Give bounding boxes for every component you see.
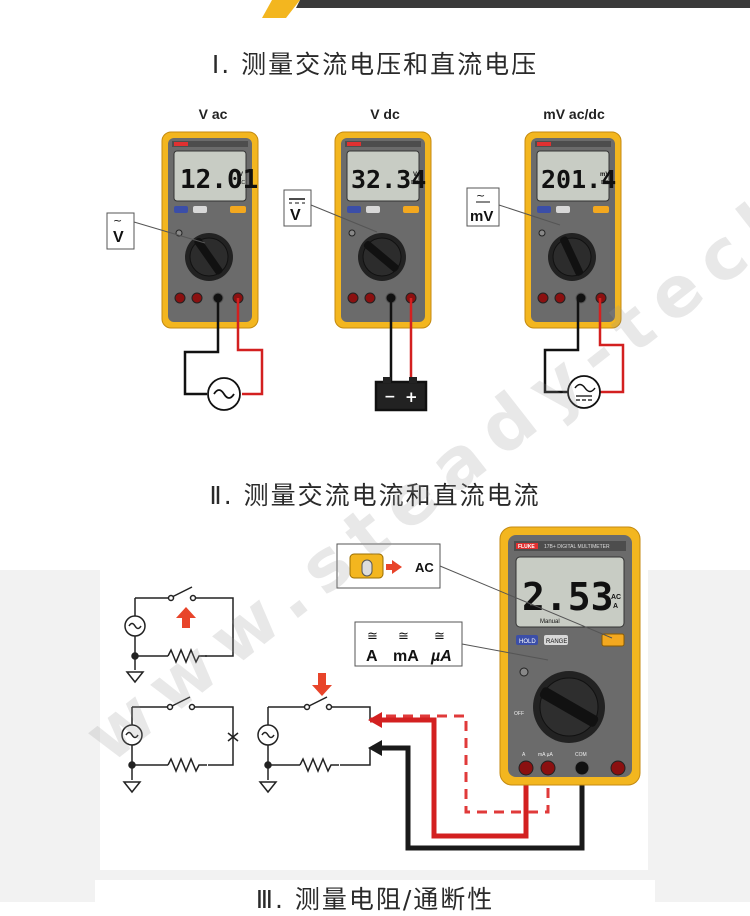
circuit-2 [121, 696, 239, 794]
meter-1-reading: 12.01 [180, 165, 258, 195]
circuit-1 [124, 586, 234, 684]
svg-text:DC: DC [411, 180, 419, 186]
svg-text:mV: mV [600, 172, 609, 178]
callout-vac: ~ V [106, 212, 206, 250]
meter-3-wiring [543, 298, 625, 409]
svg-text:A: A [613, 603, 618, 610]
svg-text:V: V [113, 229, 124, 246]
ac-button-callout: AC [336, 543, 613, 639]
meter-2-reading: 32.34 [351, 165, 426, 194]
svg-text:OFF: OFF [514, 711, 524, 717]
svg-text:mA: mA [393, 648, 419, 665]
meter-3-label: mV ac/dc [543, 106, 605, 122]
meter-1-label: V ac [198, 106, 228, 122]
svg-text:FLUKE: FLUKE [518, 544, 535, 550]
meter-3-reading: 201.4 [541, 165, 616, 194]
svg-text:≅: ≅ [434, 629, 445, 644]
meter-1: 12.01 V AC [161, 131, 259, 329]
large-meter: FLUKE 17B+ DIGITAL MULTIMETER 2.53 AC A … [499, 526, 641, 786]
svg-text:17B+ DIGITAL MULTIMETER: 17B+ DIGITAL MULTIMETER [544, 544, 610, 550]
meter-3: 201.4 mV DC [524, 131, 622, 329]
svg-text:V: V [290, 207, 301, 224]
svg-text:RANGE: RANGE [546, 639, 567, 645]
up-arrow [176, 607, 196, 628]
svg-text:~: ~ [476, 189, 485, 202]
svg-text:−: − [384, 389, 396, 405]
section-2-title: Ⅱ. 测量交流电流和直流电流 [209, 481, 541, 510]
current-range-callout: ≅ ≅ ≅ A mA µA [354, 621, 549, 667]
svg-text:V: V [239, 172, 243, 178]
meter-1-wiring [183, 298, 264, 411]
svg-text:µA: µA [430, 648, 452, 665]
top-bar [0, 0, 750, 8]
meter-2-label: V dc [370, 106, 400, 122]
svg-text:COM: COM [575, 752, 587, 758]
svg-text:≅: ≅ [367, 629, 378, 644]
large-meter-reading: 2.53 [522, 575, 614, 619]
svg-text:HOLD: HOLD [519, 639, 536, 645]
svg-text:V: V [413, 172, 417, 178]
svg-text:AC: AC [238, 180, 245, 186]
svg-text:mA µA: mA µA [538, 752, 553, 758]
svg-text:~: ~ [113, 214, 122, 227]
top-bar-accent [0, 0, 300, 28]
callout-mv: ~ mV [466, 187, 561, 227]
svg-text:A: A [522, 752, 526, 758]
circuit-3 [257, 696, 371, 794]
meter-2-wiring: − + [374, 298, 428, 412]
svg-text:Manual: Manual [540, 619, 560, 625]
svg-text:AC: AC [415, 560, 434, 575]
svg-text:AC: AC [611, 594, 621, 601]
meter-2: 32.34 V DC [334, 131, 432, 329]
svg-text:DC: DC [601, 180, 609, 186]
down-arrow [312, 673, 332, 696]
probe-leads [368, 712, 585, 851]
svg-text:+: + [405, 388, 418, 406]
svg-text:A: A [366, 648, 378, 665]
section-1-title: Ⅰ. 测量交流电压和直流电压 [211, 50, 539, 79]
svg-text:mV: mV [470, 208, 493, 225]
svg-text:≅: ≅ [398, 629, 409, 644]
callout-vdc: V [283, 189, 378, 233]
